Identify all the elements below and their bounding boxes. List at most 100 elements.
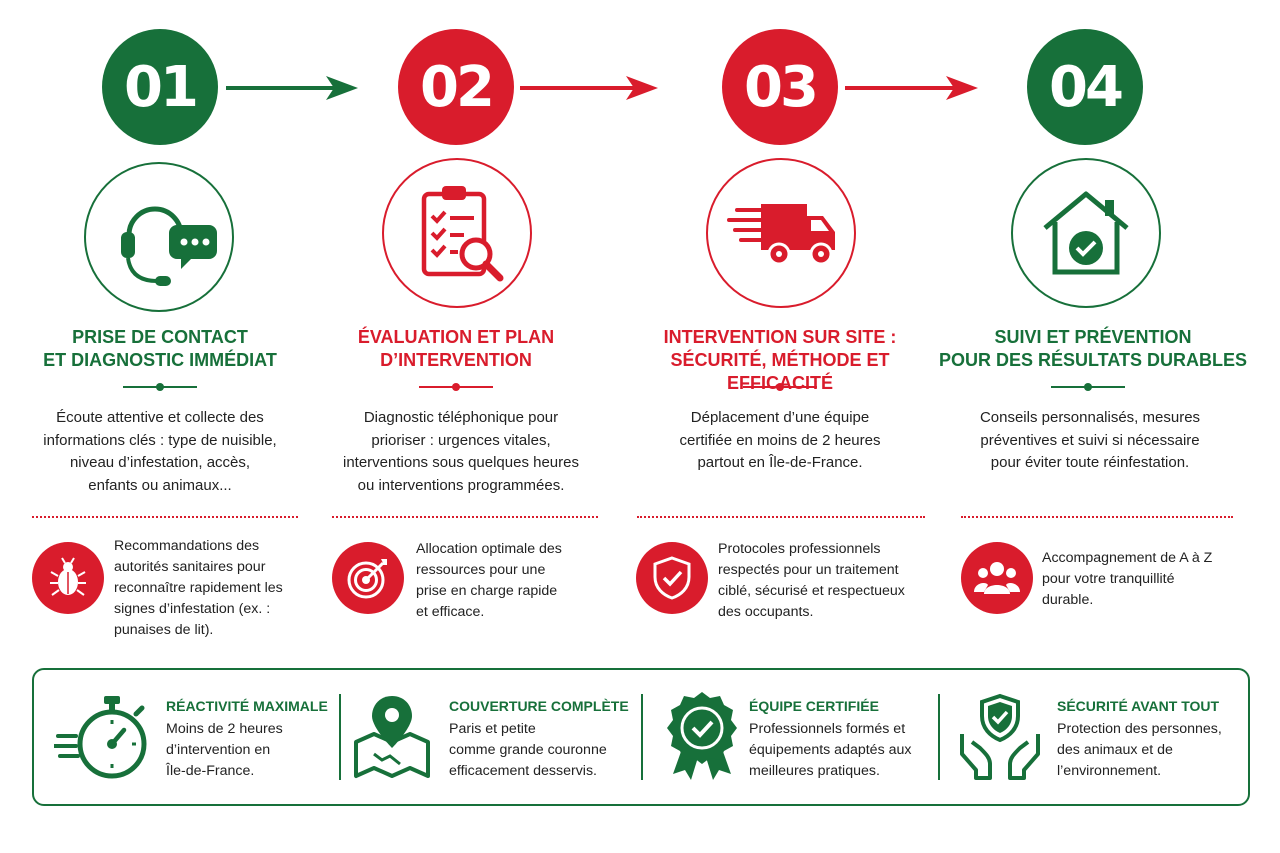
sub-icon-circle-03	[636, 542, 708, 614]
feature-text-line: Protection des personnes,	[1057, 721, 1222, 737]
sub-text-line: Allocation optimale des	[416, 541, 562, 557]
house-check-icon	[1043, 191, 1129, 275]
sub-text-line: prise en charge rapide	[416, 583, 558, 599]
title-divider	[1051, 383, 1125, 391]
step-title-line: INTERVENTION SUR SITE :	[663, 327, 897, 347]
step-number-03: 03	[722, 29, 838, 145]
sub-text-line: pour votre tranquillité	[1042, 571, 1175, 587]
step-title-line: D’INTERVENTION	[380, 350, 532, 370]
desc-line: préventives et suivi si nécessaire	[980, 431, 1200, 449]
feature-text: Moins de 2 heures d’intervention en Île-…	[166, 719, 336, 782]
step-title-line: SUIVI ET PRÉVENTION	[994, 327, 1192, 347]
feature-text: Protection des personnes, des animaux et…	[1057, 719, 1242, 782]
feature-text-line: Île-de-France.	[166, 763, 255, 779]
sub-text-line: respectés pour un traitement	[718, 562, 899, 578]
feature-text-line: l’environnement.	[1057, 763, 1162, 779]
feature-text-line: efficacement desservis.	[449, 763, 597, 779]
sub-text-04: Accompagnement de A à Z pour votre tranq…	[1042, 548, 1242, 611]
panel-separator	[339, 694, 341, 780]
step-number-04: 04	[1027, 29, 1143, 145]
feature-text-line: Moins de 2 heures	[166, 721, 283, 737]
desc-line: prioriser : urgences vitales,	[371, 431, 551, 449]
step-title-line: POUR DES RÉSULTATS DURABLES	[938, 350, 1247, 370]
desc-line: ou interventions programmées.	[357, 476, 565, 494]
desc-line: certifiée en moins de 2 heures	[679, 431, 881, 449]
step-description-01: Écoute attentive et collecte des informa…	[20, 407, 300, 497]
arrow-right-icon	[226, 76, 358, 100]
step-number-01: 01	[102, 29, 218, 145]
sub-icon-circle-04	[961, 542, 1033, 614]
sub-text-line: reconnaître rapidement les	[114, 580, 283, 596]
step-title-line: ET DIAGNOSTIC IMMÉDIAT	[43, 350, 277, 370]
sub-text-01: Recommandations des autorités sanitaires…	[114, 536, 304, 641]
sub-text-line: Protocoles professionnels	[718, 541, 881, 557]
sub-text-line: et efficace.	[416, 604, 485, 620]
desc-line: interventions sous quelques heures	[343, 454, 579, 471]
dotted-separator	[637, 516, 925, 518]
sub-icon-circle-02	[332, 542, 404, 614]
delivery-truck-icon	[727, 204, 835, 266]
step-number-label: 02	[420, 54, 495, 120]
sub-text-line: durable.	[1042, 592, 1094, 608]
feature-text: Paris et petite comme grande couronne ef…	[449, 719, 634, 782]
arrow-right-icon	[845, 76, 978, 100]
feature-title: RÉACTIVITÉ MAXIMALE	[166, 698, 328, 714]
sub-text-02: Allocation optimale des ressources pour …	[416, 539, 606, 623]
feature-title: ÉQUIPE CERTIFIÉE	[749, 698, 879, 714]
headset-chat-icon	[121, 206, 217, 286]
shield-check-icon	[653, 556, 691, 600]
features-panel	[32, 668, 1250, 806]
panel-separator	[641, 694, 643, 780]
step-title-line: ÉVALUATION ET PLAN	[357, 327, 555, 347]
dotted-separator	[332, 516, 598, 518]
step-title-04: SUIVI ET PRÉVENTION POUR DES RÉSULTATS D…	[938, 326, 1248, 372]
step-icon-ring-04	[1011, 158, 1161, 308]
target-icon	[347, 559, 387, 599]
feature-text-line: meilleures pratiques.	[749, 763, 880, 779]
feature-text-line: comme grande couronne	[449, 742, 607, 758]
sub-text-line: ressources pour une	[416, 562, 546, 578]
desc-line: informations clés : type de nuisible,	[43, 431, 277, 449]
sub-text-line: punaises de lit).	[114, 622, 214, 638]
clipboard-search-icon	[421, 186, 504, 282]
desc-line: niveau d’infestation, accès,	[69, 454, 251, 471]
feature-text-line: Professionnels formés et	[749, 721, 906, 737]
sub-text-line: Accompagnement de A à Z	[1042, 550, 1213, 566]
sub-icon-circle-01	[32, 542, 104, 614]
panel-separator	[938, 694, 940, 780]
group-people-icon	[974, 562, 1020, 594]
step-number-label: 04	[1049, 54, 1124, 120]
desc-line: Conseils personnalisés, mesures	[979, 409, 1201, 426]
certified-badge-icon	[667, 692, 737, 780]
step-number-label: 03	[744, 54, 819, 120]
dotted-separator	[961, 516, 1233, 518]
feature-text: Professionnels formés et équipements ada…	[749, 719, 934, 782]
step-title-line: PRISE DE CONTACT	[72, 327, 248, 347]
desc-line: enfants ou animaux...	[88, 476, 232, 494]
step-title-01: PRISE DE CONTACT ET DIAGNOSTIC IMMÉDIAT	[20, 326, 300, 372]
step-title-03: INTERVENTION SUR SITE : SÉCURITÉ, MÉTHOD…	[620, 326, 940, 395]
title-divider	[419, 383, 493, 391]
title-divider	[743, 383, 817, 391]
hands-shield-icon	[960, 693, 1040, 780]
feature-text-line: des animaux et de	[1057, 742, 1173, 758]
step-description-02: Diagnostic téléphonique pour prioriser :…	[316, 407, 606, 497]
step-icon-ring-01	[84, 162, 234, 312]
step-description-04: Conseils personnalisés, mesures préventi…	[940, 407, 1240, 475]
dotted-separator	[32, 516, 298, 518]
title-divider	[123, 383, 197, 391]
step-number-label: 01	[124, 54, 199, 120]
desc-line: Écoute attentive et collecte des	[56, 409, 264, 426]
bug-icon	[50, 557, 86, 596]
feature-title: COUVERTURE COMPLÈTE	[449, 698, 629, 714]
sub-text-line: ciblé, sécurisé et respectueux	[718, 583, 905, 599]
feature-text-line: Paris et petite	[449, 721, 536, 737]
desc-line: Diagnostic téléphonique pour	[363, 409, 559, 426]
sub-text-line: autorités sanitaires pour	[114, 559, 266, 575]
step-number-02: 02	[398, 29, 514, 145]
desc-line: pour éviter toute réinfestation.	[990, 454, 1190, 471]
feature-text-line: équipements adaptés aux	[749, 742, 912, 758]
step-icon-ring-02	[382, 158, 532, 308]
feature-text-line: d’intervention en	[166, 742, 271, 758]
step-description-03: Déplacement d’une équipe certifiée en mo…	[630, 407, 930, 475]
